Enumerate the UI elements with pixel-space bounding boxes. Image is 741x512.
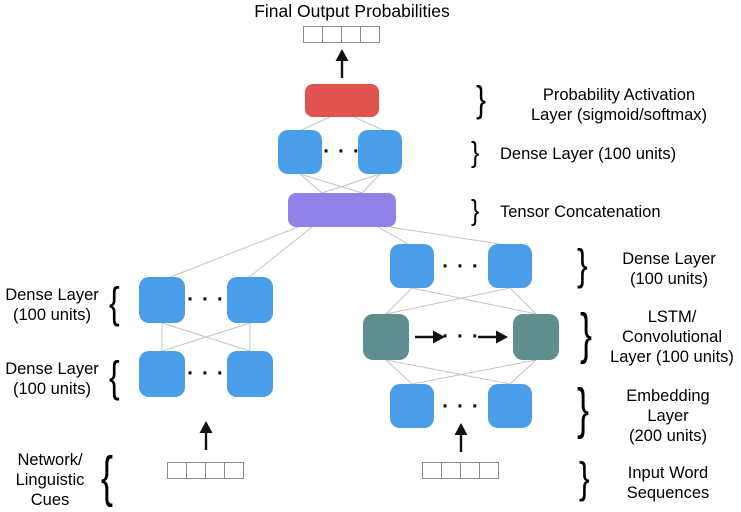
vector-cell (479, 462, 499, 479)
embedding-node (390, 384, 434, 428)
brace-network-cues: { (101, 444, 114, 508)
brace-right-dense: } (577, 240, 588, 289)
embedding-node (488, 384, 532, 428)
diagram-title: Final Output Probabilities (254, 1, 450, 21)
vector-cell (224, 462, 244, 479)
vector-cell (341, 26, 361, 43)
ellipsis-dots: · · · (442, 255, 480, 278)
right-input-vector (422, 462, 499, 479)
left-dense-upper-label: Dense Layer (100 units) (5, 286, 99, 324)
tensor-concatenation-label: Tensor Concatenation (500, 203, 661, 221)
brace-tensor-concatenation: } (471, 194, 480, 227)
vector-cell (205, 462, 225, 479)
left-dense-lower-label: Dense Layer (100 units) (5, 360, 99, 398)
right-dense-label: Dense Layer (100 units) (622, 250, 716, 288)
lstm-node (513, 314, 559, 360)
output-vector (303, 26, 380, 43)
vector-cell (167, 462, 187, 479)
dense-top-label: Dense Layer (100 units) (500, 145, 677, 163)
lstm-node (363, 314, 409, 360)
probability-activation-label: Probability Activation Layer (sigmoid/so… (530, 86, 708, 124)
brace-left-dense-lower: { (109, 352, 120, 401)
brace-dense-top: } (471, 136, 480, 169)
up-arrow-icon (199, 421, 213, 450)
tensor-concatenation-node (288, 193, 396, 227)
ellipsis-dots: · · · (187, 288, 225, 311)
up-arrow-icon (335, 49, 349, 78)
vector-cell (186, 462, 206, 479)
ellipsis-dots: · · · (187, 362, 225, 385)
lstm-label: LSTM/ Convolutional Layer (100 units) (610, 308, 734, 366)
dense-node (227, 277, 273, 323)
dense-node (227, 351, 273, 397)
ellipsis-dots: · · · (442, 325, 480, 348)
vector-cell (422, 462, 442, 479)
vector-cell (360, 26, 380, 43)
up-arrow-icon (454, 423, 468, 452)
brace-lstm: } (580, 301, 593, 365)
dense-node (358, 130, 402, 174)
dense-node (488, 244, 532, 288)
ellipsis-dots: · · · (323, 140, 361, 163)
probability-activation-node (305, 84, 379, 117)
vector-cell (303, 26, 323, 43)
dense-node (139, 351, 185, 397)
vector-cell (322, 26, 342, 43)
brace-input-word: } (579, 453, 590, 502)
network-cues-label: Network/ Linguistic Cues (15, 451, 85, 509)
right-arrow-icon (478, 330, 508, 344)
ellipsis-dots: · · · (442, 395, 480, 418)
brace-probability-activation: } (476, 79, 487, 121)
input-word-label: Input Word Sequences (626, 464, 710, 502)
vector-cell (441, 462, 461, 479)
dense-node (390, 244, 434, 288)
right-arrow-icon (415, 330, 445, 344)
dense-node (139, 277, 185, 323)
brace-embedding: } (577, 376, 590, 440)
brace-left-dense-upper: { (109, 278, 120, 327)
dense-node (278, 130, 322, 174)
vector-cell (460, 462, 480, 479)
left-input-vector (167, 462, 244, 479)
embedding-label: Embedding Layer (200 units) (626, 387, 710, 445)
